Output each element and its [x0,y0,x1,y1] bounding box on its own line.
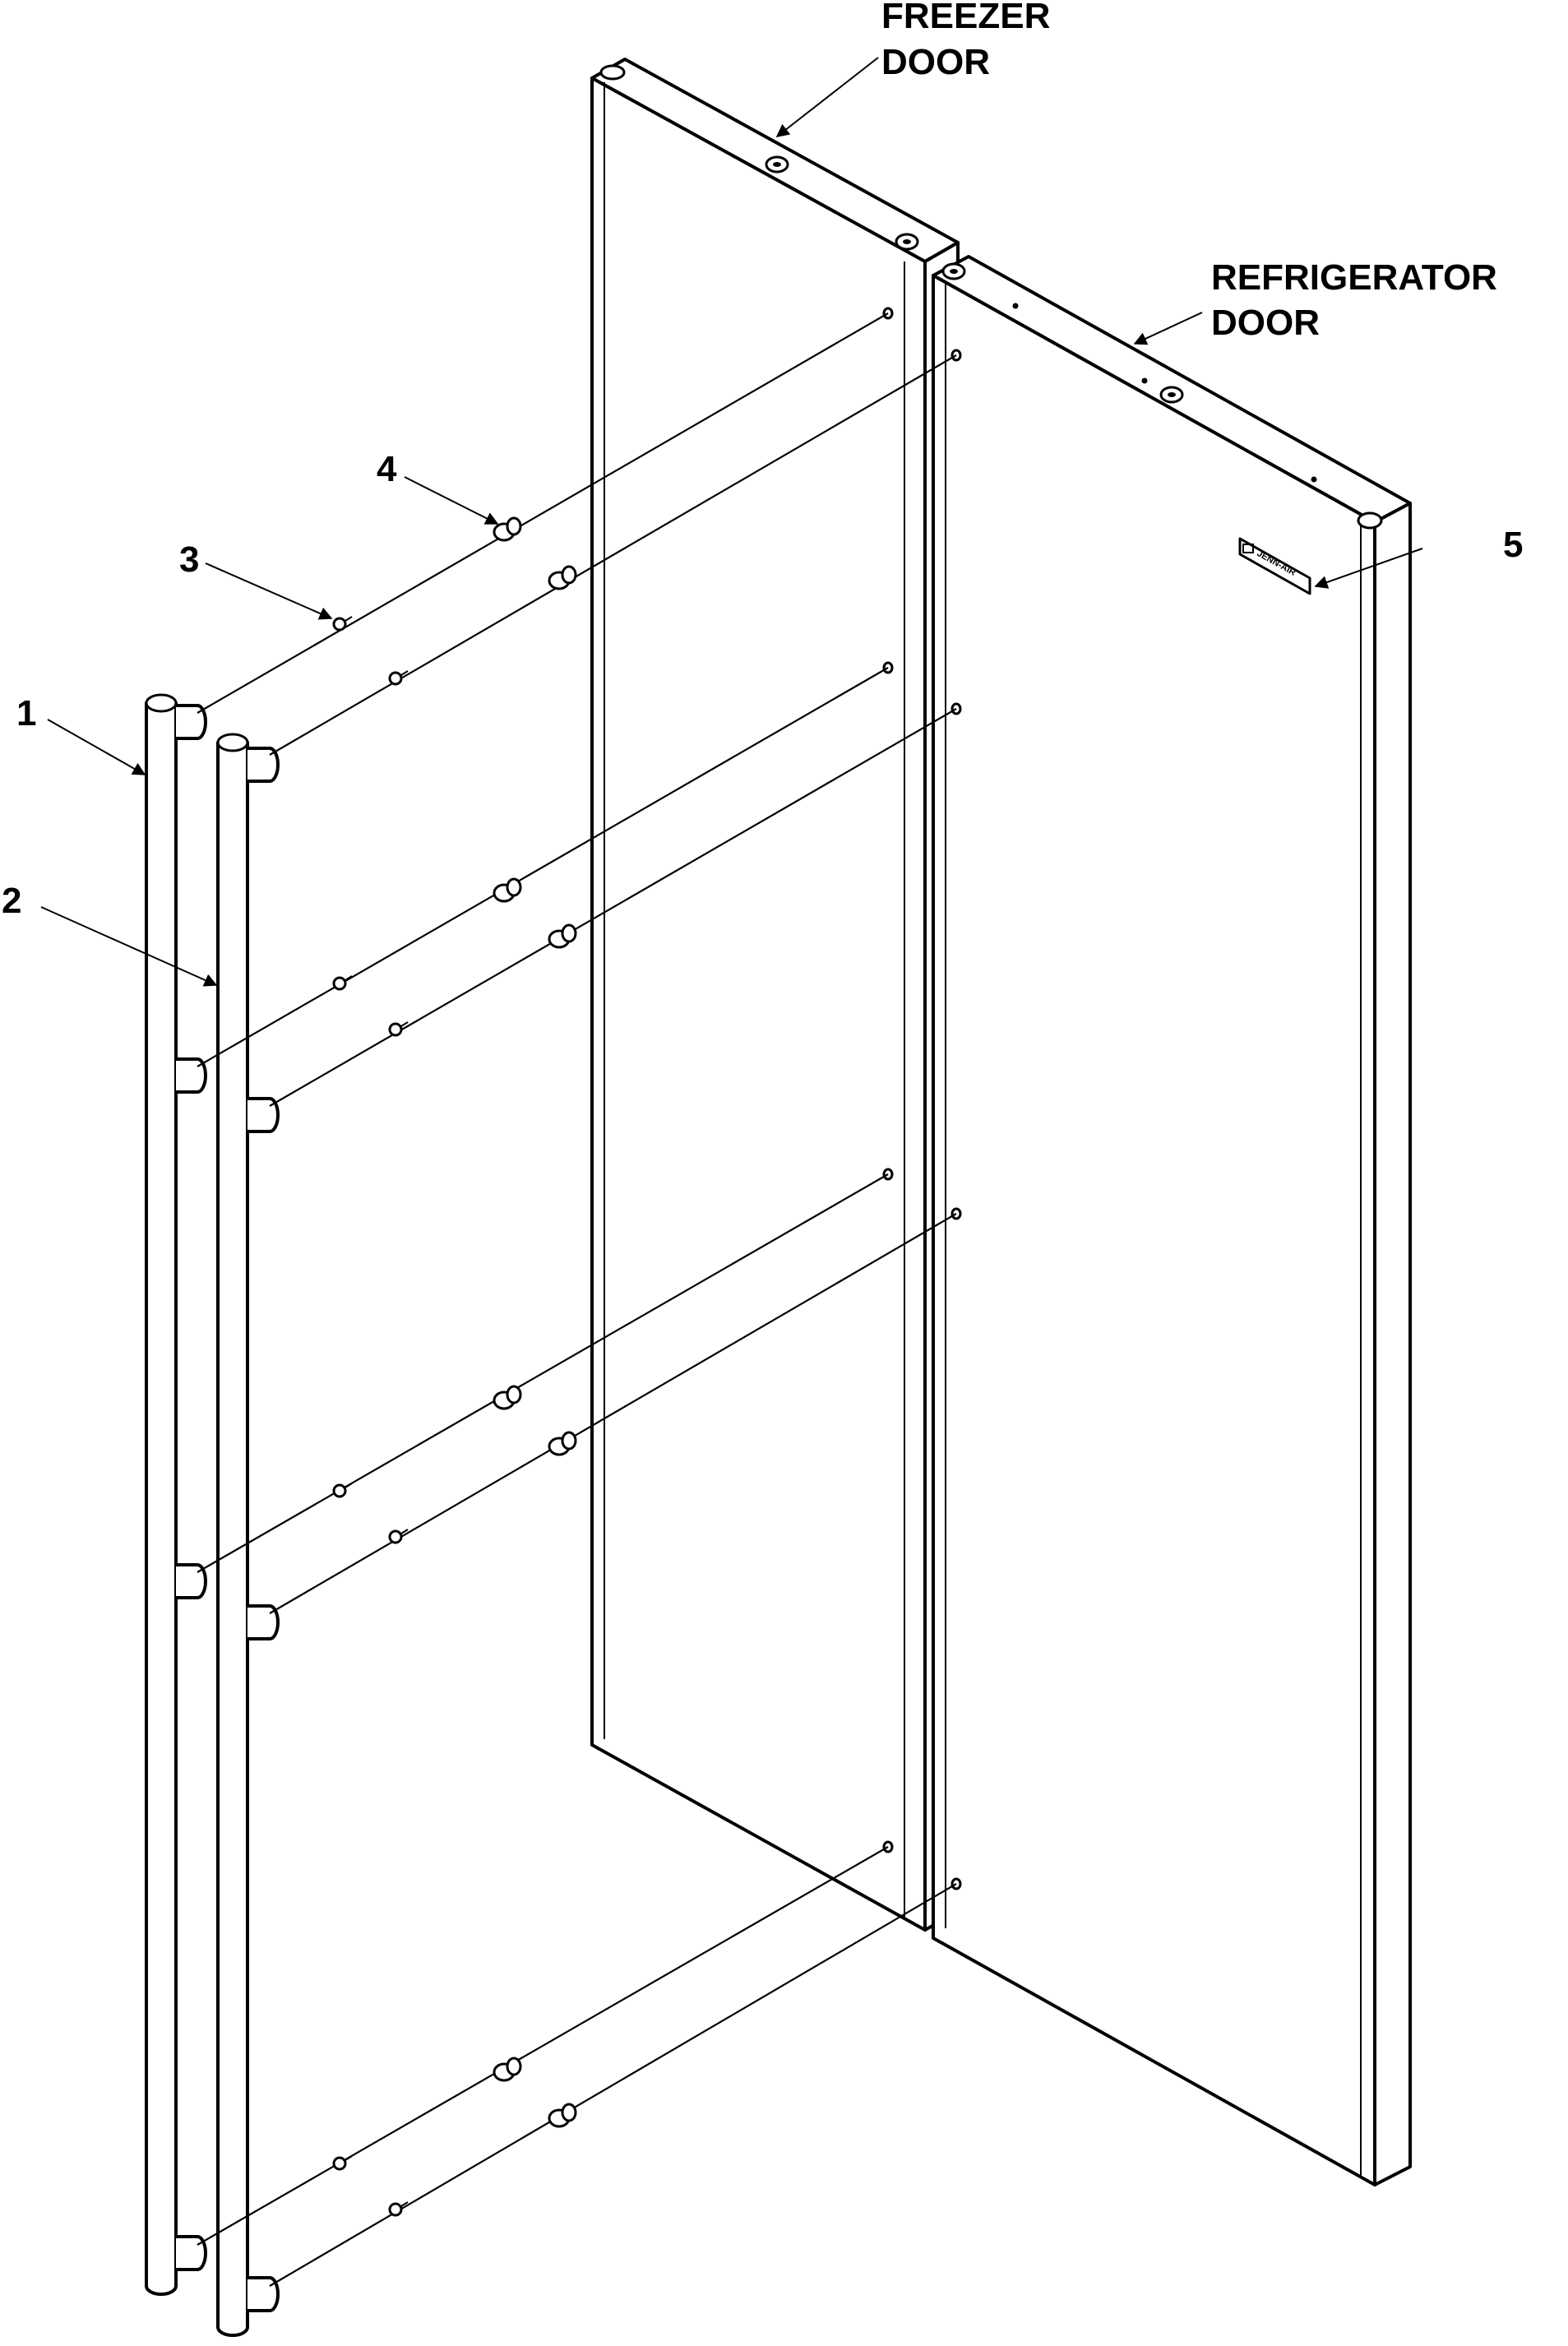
freezer-door-label-line2: DOOR [881,42,990,82]
screw [388,670,409,686]
labels: FREEZER DOOR REFRIGERATOR DOOR 1 2 3 4 5 [2,0,1523,921]
screw [332,975,353,991]
screw [332,616,353,632]
stud [493,2057,522,2082]
screw [388,1021,409,1037]
handle-2 [216,733,280,2337]
handle-1 [145,693,207,2296]
screw [332,1483,353,1498]
assembly-axis-lines [197,312,957,2287]
part-3-label: 3 [179,539,199,580]
stud [548,2103,577,2128]
freezer-door [590,58,960,1932]
refrigerator-door-label-line1: REFRIGERATOR [1211,257,1497,298]
stud [493,877,522,903]
refrigerator-door-label-line2: DOOR [1211,303,1320,343]
mounting-studs [493,516,577,2128]
stud [493,1385,522,1410]
stud [493,516,522,542]
callout-leaders [40,57,1423,987]
refrigerator-door [932,255,1412,2186]
screw [332,2155,353,2171]
handle-1-standoffs [176,704,207,2271]
part-1-label: 1 [16,693,36,733]
stud [548,565,577,590]
screw [388,2201,409,2217]
stud [548,1431,577,1456]
part-4-label: 4 [377,449,397,489]
part-5-label: 5 [1503,525,1523,565]
screw [388,1529,409,1544]
screws [332,616,409,2217]
handle-2-standoffs [247,747,280,2312]
stud [548,923,577,949]
freezer-door-label-line1: FREEZER [881,0,1050,36]
part-2-label: 2 [2,881,21,921]
